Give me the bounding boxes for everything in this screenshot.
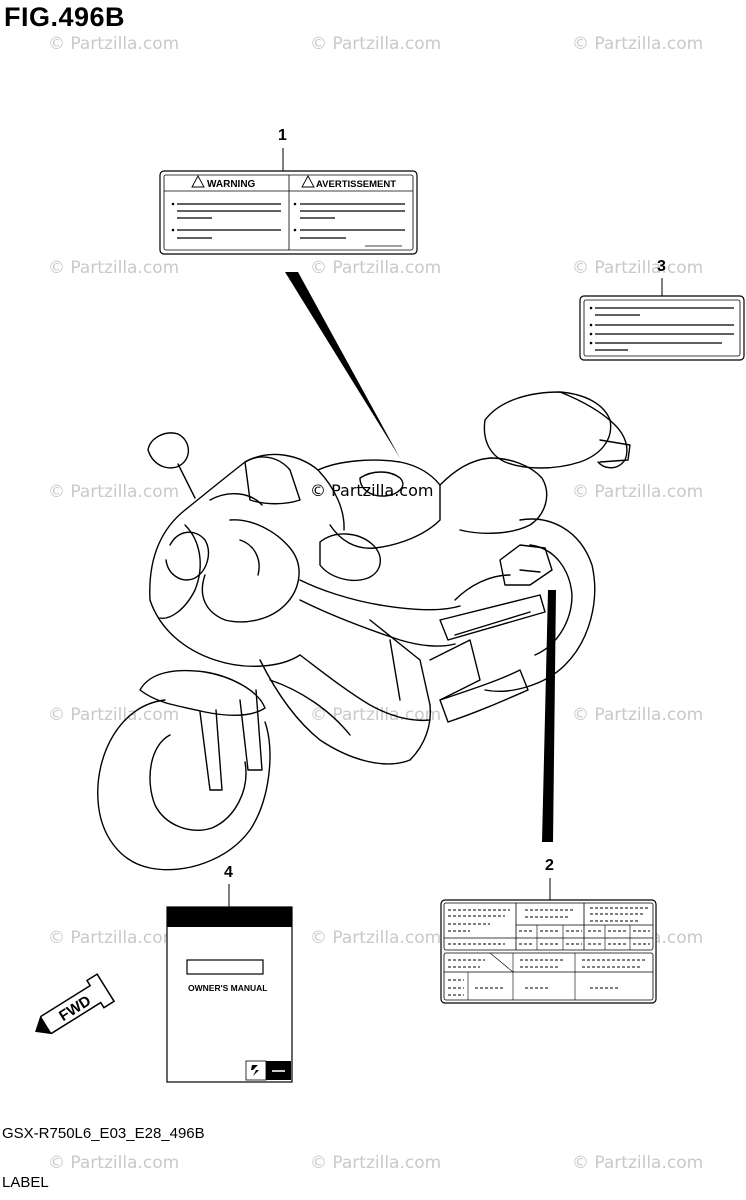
part-1-warning-label: WARNING AVERTISSEMENT [159, 170, 418, 255]
part-3-info-label [579, 295, 745, 361]
avertissement-heading: AVERTISSEMENT [316, 179, 396, 190]
watermark: © Partzilla.com [572, 34, 704, 54]
watermark: © Partzilla.com [572, 258, 704, 278]
watermark: © Partzilla.com [48, 705, 180, 725]
section-label: LABEL [2, 1174, 49, 1191]
motorcycle-illustration [97, 391, 631, 871]
watermark: © Partzilla.com [572, 705, 704, 725]
watermark: © Partzilla.com [310, 705, 442, 725]
watermark: © Partzilla.com [572, 482, 704, 502]
watermark: © Partzilla.com [310, 1153, 442, 1173]
callout-4: 4 [224, 864, 233, 881]
watermark: © Partzilla.com [310, 928, 442, 948]
part-4-owners-manual: OWNER'S MANUAL [166, 906, 293, 1083]
watermark: © Partzilla.com [48, 482, 180, 502]
fwd-arrow-icon: FWD [35, 973, 116, 1035]
manual-title: OWNER'S MANUAL [188, 983, 267, 993]
callout-1: 1 [278, 127, 287, 144]
watermark: © Partzilla.com [572, 1153, 704, 1173]
callout-2: 2 [545, 857, 554, 874]
figure-title: FIG.496B [4, 2, 126, 32]
watermark: © Partzilla.com [48, 928, 180, 948]
watermark-center: © Partzilla.com [310, 481, 434, 500]
watermark: © Partzilla.com [310, 258, 442, 278]
callout-3: 3 [657, 258, 666, 275]
leader-lines [228, 148, 663, 907]
warning-icon [301, 175, 315, 188]
watermark: © Partzilla.com [48, 258, 180, 278]
watermark: © Partzilla.com [48, 1153, 180, 1173]
watermark: © Partzilla.com [48, 34, 180, 54]
warning-icon [191, 175, 205, 188]
warning-heading: WARNING [207, 179, 256, 190]
figure-code: GSX-R750L6_E03_E28_496B [2, 1125, 205, 1142]
watermark: © Partzilla.com [310, 34, 442, 54]
part-2-spec-label [440, 899, 657, 1004]
